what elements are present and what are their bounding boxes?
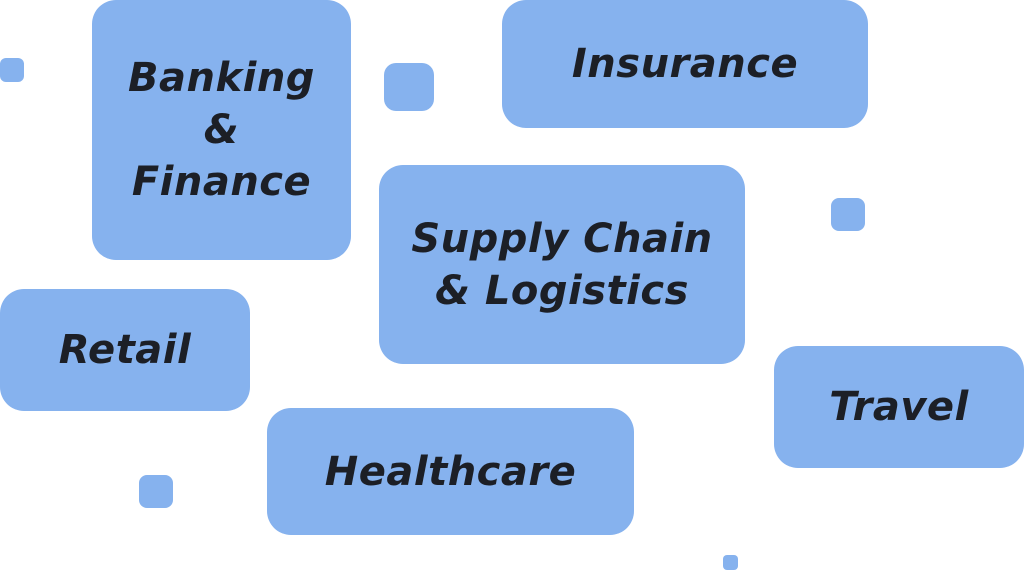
tile-travel: Travel xyxy=(774,346,1024,468)
decorative-square xyxy=(0,58,24,82)
decorative-square xyxy=(139,475,173,508)
decorative-square xyxy=(831,198,865,231)
tile-banking-finance: Banking & Finance xyxy=(92,0,351,260)
tile-label: Insurance xyxy=(571,41,799,87)
decorative-square xyxy=(723,555,738,570)
decorative-square xyxy=(384,63,434,111)
tile-label: Supply Chain & Logistics xyxy=(411,215,713,314)
tile-insurance: Insurance xyxy=(502,0,868,128)
tile-label: Travel xyxy=(829,384,969,430)
tile-label: Healthcare xyxy=(324,448,577,495)
tile-label: Retail xyxy=(58,327,192,373)
tile-retail: Retail xyxy=(0,289,250,411)
tile-healthcare: Healthcare xyxy=(267,408,634,535)
tile-supply-chain-logistics: Supply Chain & Logistics xyxy=(379,165,745,364)
tile-label: Banking & Finance xyxy=(128,55,315,205)
